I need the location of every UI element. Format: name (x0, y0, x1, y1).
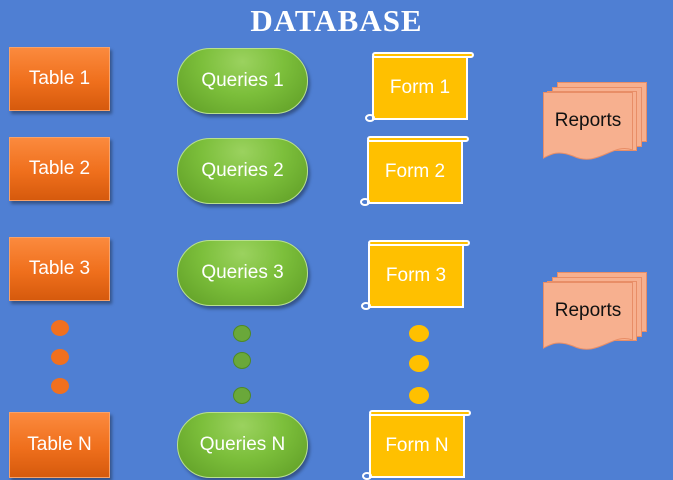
queries-1-pill: Queries 1 (177, 48, 308, 114)
reports-stack-2: Reports (543, 268, 647, 354)
queries-2-pill: Queries 2 (177, 138, 308, 204)
ellipsis-dot (409, 387, 429, 404)
report-document-icon: Reports (543, 282, 633, 354)
diagram-title: DATABASE (250, 3, 423, 38)
ellipsis-dot (409, 325, 429, 342)
report-document-icon: Reports (543, 92, 633, 164)
queries-n-pill: Queries N (177, 412, 308, 478)
table-2-box: Table 2 (9, 137, 110, 201)
table-1-box: Table 1 (9, 47, 110, 111)
form-n-scroll: Form N (362, 410, 471, 480)
table-n-box: Table N (9, 412, 110, 478)
ellipsis-dot (51, 349, 69, 365)
queries-3-pill: Queries 3 (177, 240, 308, 306)
reports-stack-1: Reports (543, 78, 647, 164)
reports-label: Reports (554, 300, 622, 321)
form-2-scroll: Form 2 (360, 136, 469, 206)
ellipsis-dot (51, 320, 69, 336)
table-3-box: Table 3 (9, 237, 110, 301)
ellipsis-dot (233, 352, 251, 369)
reports-label: Reports (554, 110, 622, 131)
ellipsis-dot (51, 378, 69, 394)
ellipsis-dot (409, 355, 429, 372)
form-3-scroll: Form 3 (361, 240, 470, 310)
ellipsis-dot (233, 387, 251, 404)
form-1-scroll: Form 1 (365, 52, 474, 122)
ellipsis-dot (233, 325, 251, 342)
